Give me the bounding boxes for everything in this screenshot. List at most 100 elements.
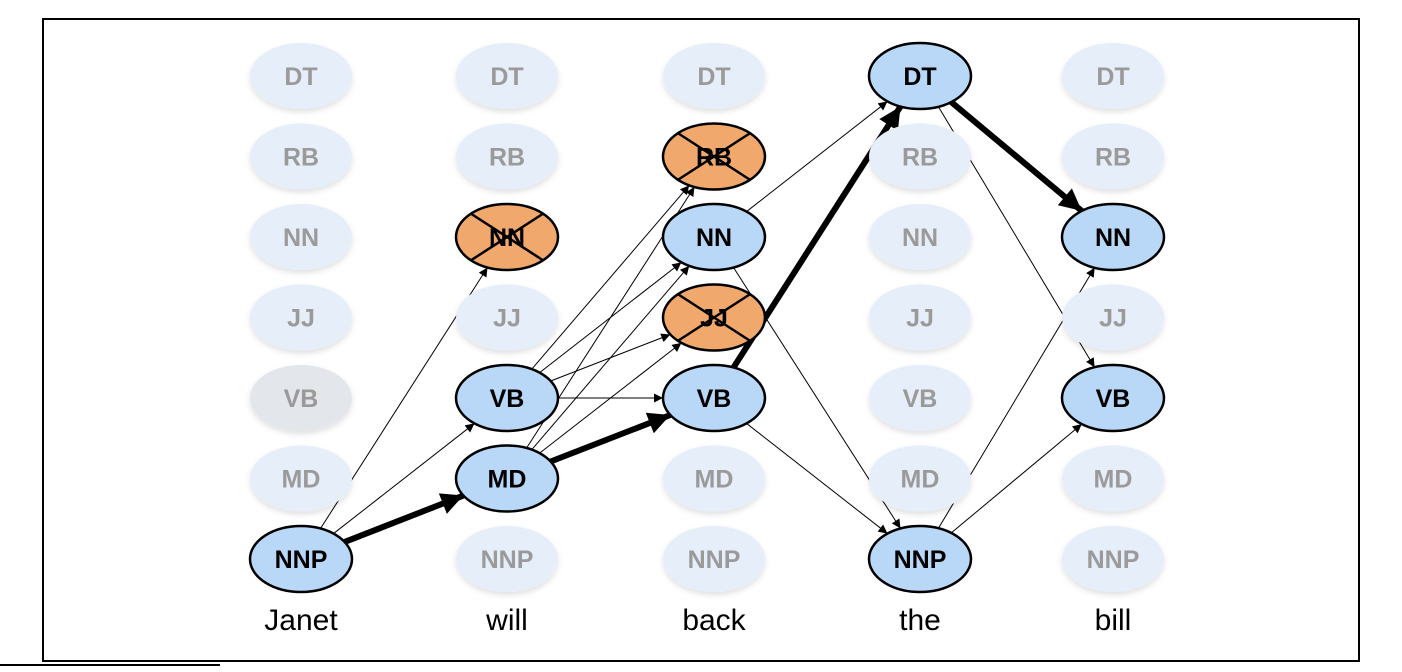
node-ellipse xyxy=(250,123,352,190)
node-ellipse xyxy=(867,41,973,111)
node-ellipse xyxy=(454,363,560,433)
node-the-rb: RB xyxy=(869,123,971,190)
edge-the-dt-to-bill-nn-best-path xyxy=(949,99,1084,214)
node-back-nn: NN xyxy=(661,202,767,272)
node-bill-md: MD xyxy=(1062,445,1164,512)
node-label: MD xyxy=(901,466,940,494)
node-ellipse xyxy=(1060,363,1166,433)
node-back-nnp: NNP xyxy=(663,526,765,592)
node-janet-jj: JJ xyxy=(250,284,352,351)
node-ellipse xyxy=(869,445,971,512)
node-ellipse xyxy=(250,284,352,351)
node-ellipse xyxy=(1062,445,1164,512)
node-label: NNP xyxy=(275,546,328,574)
node-ellipse xyxy=(250,445,352,512)
word-label-back: back xyxy=(682,604,746,637)
node-janet-vb: VB xyxy=(250,365,352,431)
tag-nodes: DT RB NN JJ VB MD NNP DT RB NN JJ VB MD NNP DT RB NN JJ VB… xyxy=(248,41,1166,594)
node-label: VB xyxy=(490,385,525,413)
word-label-janet: Janet xyxy=(264,604,338,637)
edge-will-md-to-back-jj xyxy=(539,342,682,454)
node-ellipse xyxy=(867,524,973,594)
node-the-md: MD xyxy=(869,445,971,512)
node-ellipse xyxy=(1060,202,1166,272)
node-back-rb-pruned: RB xyxy=(661,122,767,191)
node-will-nnp: NNP xyxy=(456,526,558,592)
word-labels: Janet will back the bill xyxy=(264,604,1131,637)
node-ellipse xyxy=(1062,43,1164,109)
node-janet-md: MD xyxy=(250,445,352,512)
node-label: JJ xyxy=(493,305,521,333)
node-label: DT xyxy=(1096,63,1129,91)
node-label: NN xyxy=(283,224,319,252)
node-ellipse xyxy=(250,43,352,109)
node-janet-nn: NN xyxy=(250,204,352,270)
node-ellipse xyxy=(661,363,767,433)
node-label: NN xyxy=(902,224,938,252)
node-bill-rb: RB xyxy=(1062,123,1164,190)
node-label: MD xyxy=(1094,466,1133,494)
cross-mark xyxy=(469,212,545,262)
edge-back-vb-to-the-nnp xyxy=(746,423,888,534)
node-label: JJ xyxy=(287,305,315,333)
node-janet-dt: DT xyxy=(250,43,352,109)
edge-will-md-to-back-nn xyxy=(531,265,690,450)
node-label: JJ xyxy=(1099,305,1127,333)
node-ellipse xyxy=(454,444,560,513)
node-back-md: MD xyxy=(663,445,765,512)
node-bill-nn: NN xyxy=(1060,202,1166,272)
edge-janet-nnp-to-will-md-best-path xyxy=(343,492,465,545)
cross-mark xyxy=(676,292,752,343)
node-label: NN xyxy=(696,224,732,252)
edge-janet-nnp-to-will-vb xyxy=(333,423,475,534)
word-label-will: will xyxy=(485,604,528,637)
word-label-bill: bill xyxy=(1095,604,1132,637)
node-label: NNP xyxy=(481,546,534,574)
node-back-dt: DT xyxy=(663,43,765,109)
node-will-jj: JJ xyxy=(456,284,558,351)
node-label: RB xyxy=(283,144,319,172)
node-ellipse xyxy=(456,526,558,592)
node-label: JJ xyxy=(906,305,934,333)
node-ellipse xyxy=(456,284,558,351)
node-the-vb: VB xyxy=(869,365,971,431)
node-ellipse xyxy=(663,445,765,512)
node-ellipse xyxy=(456,43,558,109)
node-ellipse xyxy=(869,365,971,431)
node-label: VB xyxy=(903,385,938,413)
node-the-nnp: NNP xyxy=(867,524,973,594)
node-ellipse xyxy=(250,365,352,431)
node-ellipse xyxy=(1062,526,1164,592)
node-label: DT xyxy=(697,63,730,91)
node-label: RB xyxy=(1095,144,1131,172)
footnote-rule xyxy=(0,664,220,666)
node-label: DT xyxy=(284,63,317,91)
node-label: VB xyxy=(697,385,732,413)
node-label: RB xyxy=(489,144,525,172)
node-ellipse xyxy=(869,284,971,351)
node-will-md: MD xyxy=(454,444,560,513)
cross-mark xyxy=(676,131,752,182)
node-janet-rb: RB xyxy=(250,123,352,190)
node-back-vb: VB xyxy=(661,363,767,433)
diagram-frame xyxy=(42,18,1360,662)
edge-will-vb-to-back-rb xyxy=(531,185,690,370)
node-ellipse xyxy=(1062,284,1164,351)
node-ellipse xyxy=(661,202,767,272)
node-ellipse xyxy=(869,123,971,190)
node-bill-vb: VB xyxy=(1060,363,1166,433)
node-bill-nnp: NNP xyxy=(1062,526,1164,592)
node-back-jj-pruned: JJ xyxy=(661,283,767,352)
node-ellipse xyxy=(663,43,765,109)
node-ellipse xyxy=(248,524,354,594)
node-ellipse xyxy=(250,204,352,270)
edge-the-nnp-to-bill-vb xyxy=(950,423,1083,534)
node-the-jj: JJ xyxy=(869,284,971,351)
node-ellipse xyxy=(1062,123,1164,190)
node-janet-nnp: NNP xyxy=(248,524,354,594)
node-label: NNP xyxy=(894,546,947,574)
node-label: NNP xyxy=(1087,546,1140,574)
word-label-the: the xyxy=(899,604,941,637)
node-label: RB xyxy=(902,144,938,172)
